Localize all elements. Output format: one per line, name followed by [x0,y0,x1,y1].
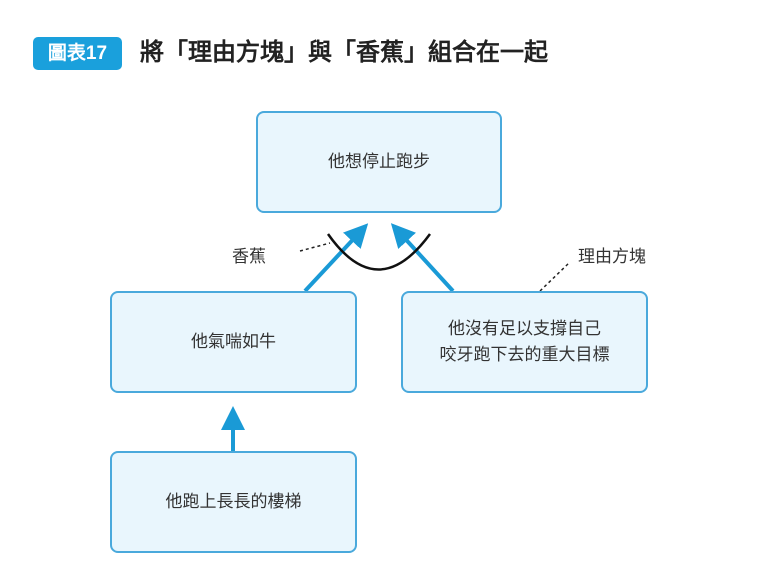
figure-badge: 圖表17 [33,37,122,70]
node-text-line2: 咬牙跑下去的重大目標 [439,345,610,364]
node-text-line1: 他沒有足以支撐自己 [448,319,601,338]
banana-label: 香蕉 [232,247,266,266]
page-title: 將「理由方塊」與「香蕉」組合在一起 [140,39,548,66]
node-no-goal: 他沒有足以支撐自己 咬牙跑下去的重大目標 [401,291,648,393]
node-text: 他跑上長長的樓梯 [165,492,302,511]
reason-leader [539,261,571,292]
arrow-right-to-top [390,223,455,293]
node-text: 他氣喘如牛 [191,332,276,351]
node-text: 他想停止跑步 [328,152,430,171]
banana-arc [326,233,432,271]
arrow-left-to-top [303,223,369,293]
node-stop-running: 他想停止跑步 [256,111,502,213]
node-out-of-breath: 他氣喘如牛 [110,291,357,393]
banana-leader [299,242,331,252]
reason-block-label: 理由方塊 [578,247,646,266]
node-long-stairs: 他跑上長長的樓梯 [110,451,357,553]
